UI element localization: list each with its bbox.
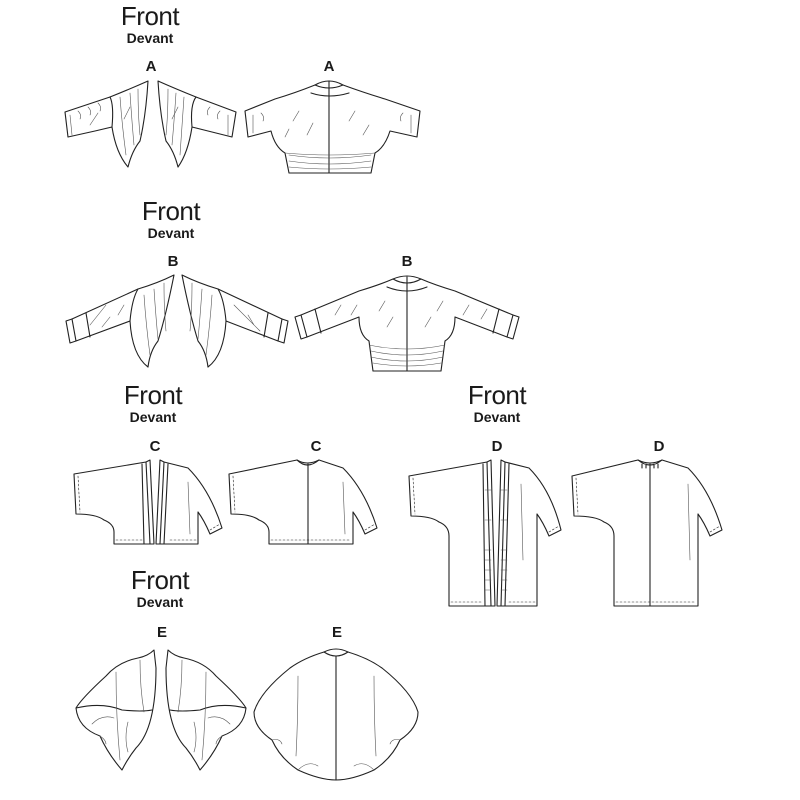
view-a-heading: Front Devant xyxy=(115,3,185,47)
view-d-back-label: D xyxy=(653,438,665,455)
view-e-back-label: E xyxy=(331,624,343,641)
heading-devant: Devant xyxy=(473,409,521,425)
heading-front: Front xyxy=(120,1,180,31)
heading-devant: Devant xyxy=(147,225,195,241)
heading-front: Front xyxy=(467,380,527,410)
view-c-back-drawing xyxy=(228,459,378,545)
view-d-front-label: D xyxy=(491,438,503,455)
heading-front: Front xyxy=(130,565,190,595)
view-d-heading: Front Devant xyxy=(462,382,532,426)
view-b-heading: Front Devant xyxy=(136,198,206,242)
view-a-front-drawing xyxy=(64,80,237,168)
view-b-back-label: B xyxy=(401,253,413,270)
heading-devant: Devant xyxy=(126,30,174,46)
heading-front: Front xyxy=(141,196,201,226)
view-c-front-label: C xyxy=(149,438,161,455)
view-e-heading: Front Devant xyxy=(125,567,195,611)
view-e-front-label: E xyxy=(156,624,168,641)
view-b-front-label: B xyxy=(167,253,179,270)
view-b-back-drawing xyxy=(294,275,520,372)
heading-front: Front xyxy=(123,380,183,410)
view-a-front-label: A xyxy=(145,58,157,75)
view-a-back-label: A xyxy=(323,58,335,75)
view-e-front-drawing xyxy=(75,649,247,771)
view-a-back-drawing xyxy=(244,80,421,174)
view-c-front-drawing xyxy=(73,459,223,545)
heading-devant: Devant xyxy=(129,409,177,425)
view-d-front-drawing xyxy=(408,459,562,607)
view-b-front-drawing xyxy=(65,274,289,368)
view-c-back-label: C xyxy=(310,438,322,455)
view-e-back-drawing xyxy=(253,648,419,781)
view-c-heading: Front Devant xyxy=(118,382,188,426)
heading-devant: Devant xyxy=(136,594,184,610)
view-d-back-drawing xyxy=(571,459,723,607)
